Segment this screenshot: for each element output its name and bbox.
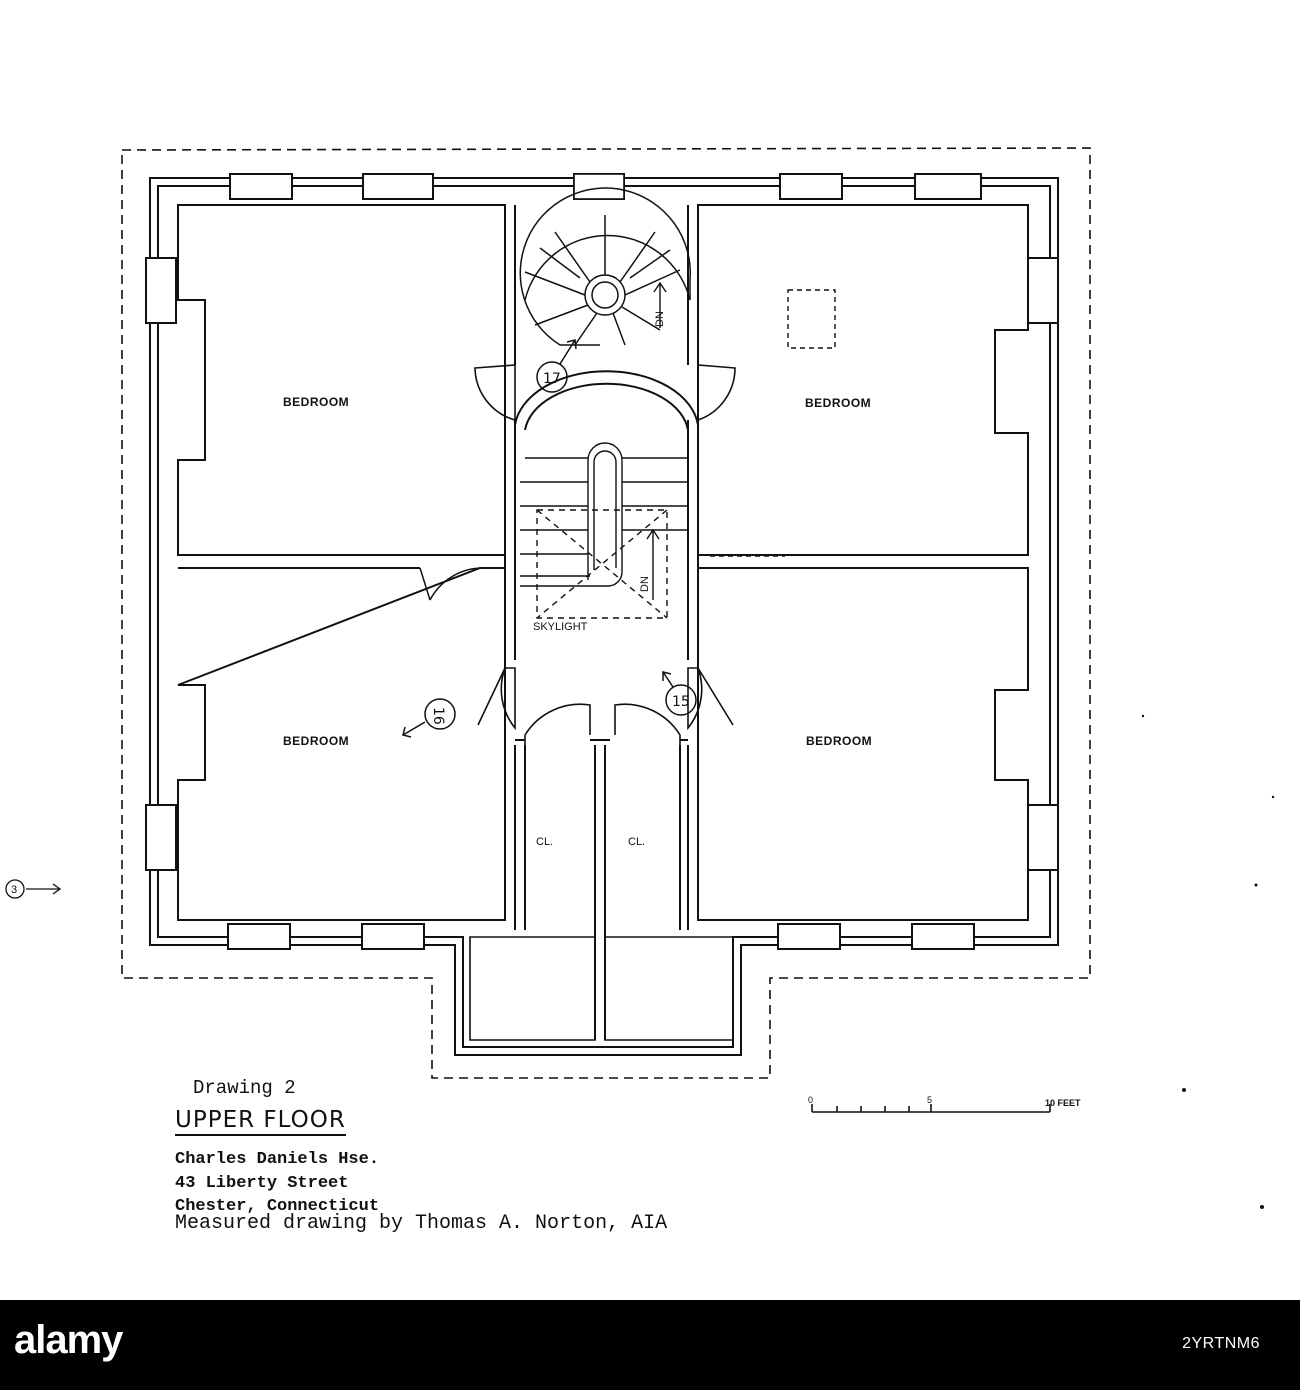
- house-town: Chester, Connecticut: [175, 1197, 380, 1216]
- house-street: 43 Liberty Street: [175, 1174, 349, 1193]
- scale-start-label: 0: [808, 1095, 813, 1105]
- drawing-credit: Measured drawing by Thomas A. Norton, AI…: [175, 1212, 668, 1235]
- scale-bar: [811, 1104, 1051, 1113]
- door-swing-hall-left: [474, 364, 516, 422]
- door-swing-hall-right: [697, 364, 736, 422]
- door-swing-sw: [419, 567, 481, 601]
- section-marker-3-label: 3: [11, 884, 17, 896]
- spiral-stair: [519, 187, 692, 346]
- bedroom-ne-label: BEDROOM: [805, 396, 871, 410]
- main-dn-arrow: [646, 528, 660, 600]
- photo-tag-16: [402, 698, 456, 738]
- photo-tag-15-label: 15: [672, 694, 690, 710]
- floor-plan: DN SKYLIGHT DN 17: [5, 147, 1275, 1209]
- ne-attic-hatch: [787, 289, 836, 349]
- stair-arch: [514, 370, 699, 431]
- photo-tag-17: [536, 339, 577, 393]
- door-swing-lower-right: [687, 667, 734, 731]
- bedroom-se-label: BEDROOM: [806, 734, 872, 748]
- scale-end-label: 10 FEET: [1045, 1098, 1081, 1108]
- photo-tag-16-label: 16: [430, 707, 446, 725]
- door-swing-lower-left: [477, 667, 516, 731]
- skylight: [536, 509, 668, 619]
- closet-door-left: [524, 703, 591, 745]
- main-stair: [520, 442, 688, 587]
- sheet-title: UPPER FLOOR: [175, 1107, 346, 1137]
- spiral-dn-arrow: [653, 281, 667, 328]
- skylight-label: SKYLIGHT: [533, 621, 588, 633]
- drawing-sheet: DN SKYLIGHT DN 17: [5, 147, 1275, 1235]
- photo-tag-15: [662, 671, 697, 716]
- bedroom-nw-outline: [177, 204, 506, 556]
- windows-side: [145, 257, 1059, 871]
- closet-walls: [514, 739, 689, 1040]
- bedroom-sw-label: BEDROOM: [283, 734, 349, 748]
- hall-walls: [504, 205, 699, 660]
- closet-left-label: CL.: [536, 836, 553, 848]
- bedroom-sw-outline: [177, 567, 506, 921]
- stock-logo[interactable]: alamy: [14, 1318, 123, 1362]
- drawing-number: Drawing 2: [193, 1077, 296, 1099]
- main-dn-label: DN: [639, 576, 651, 592]
- section-marker-3: [5, 879, 62, 899]
- house-name: Charles Daniels Hse.: [175, 1150, 380, 1169]
- bedroom-ne-outline: [697, 204, 1029, 556]
- scale-mid-label: 5: [927, 1095, 932, 1105]
- photo-tag-17-label: 17: [543, 371, 561, 387]
- rear-porch-outline: [469, 936, 734, 1041]
- windows-south: [227, 923, 975, 950]
- stock-image-id: 2YRTNM6: [1182, 1335, 1260, 1352]
- paper-specks: [1141, 714, 1275, 1209]
- closet-right-label: CL.: [628, 836, 645, 848]
- spiral-dn-label: DN: [654, 311, 666, 327]
- stock-footer-bar: alamy 2YRTNM6: [0, 1300, 1300, 1390]
- bedroom-nw-label: BEDROOM: [283, 395, 349, 409]
- bedroom-se-outline: [697, 567, 1029, 921]
